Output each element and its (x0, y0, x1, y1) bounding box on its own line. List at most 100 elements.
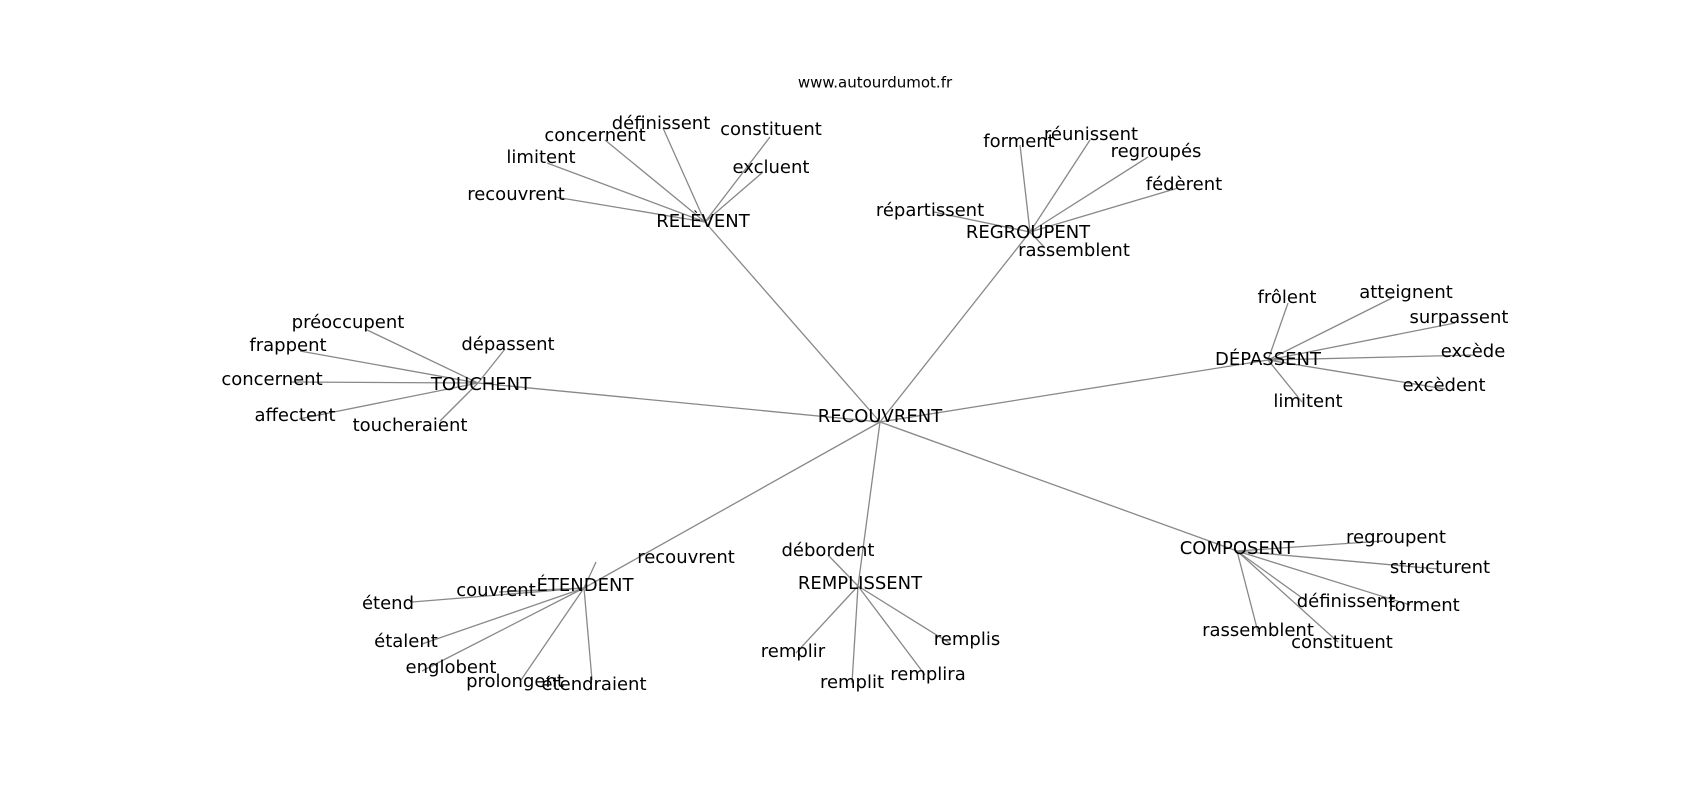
edge-touchent-concernent (289, 381, 479, 384)
edge-etendent-etendraient (583, 587, 593, 681)
edge-depassent-atteignent (1267, 297, 1393, 361)
leaf-depassent-surpassent[interactable]: surpassent (1410, 307, 1509, 328)
edge-regroupent-reunissent (1029, 139, 1091, 233)
leaf-touchent-toucheraient[interactable]: toucheraient (353, 415, 468, 436)
edge-center-depassent (879, 359, 1269, 423)
leaf-relevent-constituent[interactable]: constituent (720, 119, 822, 140)
labels: RECOUVRENTRELÈVENTrecouvrentlimitentconc… (221, 113, 1508, 695)
leaf-etendent-englobent[interactable]: englobent (406, 657, 497, 678)
leaf-relevent-limitent[interactable]: limitent (506, 147, 575, 168)
edge-depassent-surpassent (1267, 322, 1456, 361)
leaf-depassent-atteignent[interactable]: atteignent (1359, 282, 1453, 303)
edge-center-etendent (583, 421, 881, 589)
leaf-relevent-concernent[interactable]: concernent (544, 125, 645, 146)
edge-relevent-excluent (704, 171, 764, 223)
leaf-composent-constituent[interactable]: constituent (1291, 632, 1393, 653)
leaf-touchent-preoccupent[interactable]: préoccupent (292, 312, 405, 333)
edge-regroupent-forment (1019, 144, 1031, 233)
edge-regroupent-rassemblent (1029, 231, 1046, 249)
edge-remplissent-remplira (857, 585, 926, 676)
leaf-etendent-etalent[interactable]: étalent (374, 631, 438, 652)
hub-remplissent[interactable]: REMPLISSENT (798, 573, 923, 594)
edge-center-touchent (477, 382, 881, 423)
leaf-touchent-frappent[interactable]: frappent (249, 335, 326, 356)
leaf-depassent-limitent[interactable]: limitent (1273, 391, 1342, 412)
leaf-relevent-recouvrent[interactable]: recouvrent (467, 184, 565, 205)
edge-center-relevent (704, 221, 881, 423)
leaf-composent-definissent[interactable]: définissent (1297, 591, 1396, 612)
edge-composent-regroupent (1236, 540, 1384, 552)
leaf-regroupent-rassemblent[interactable]: rassemblent (1018, 240, 1130, 261)
edge-composent-structurent (1236, 550, 1439, 570)
hub-depassent[interactable]: DÉPASSENT (1215, 348, 1322, 370)
leaf-composent-forment[interactable]: forment (1388, 595, 1460, 616)
leaf-composent-rassemblent[interactable]: rassemblent (1202, 620, 1314, 641)
edge-composent-rassemblent (1236, 550, 1259, 633)
edge-center-composent (879, 421, 1238, 552)
edge-depassent-frolent (1267, 302, 1289, 361)
leaf-remplissent-remplira[interactable]: remplira (890, 664, 965, 685)
leaf-depassent-excedent[interactable]: excèdent (1402, 375, 1485, 396)
leaf-etendent-etendraient[interactable]: étendraient (541, 674, 646, 695)
edge-touchent-affectent (298, 382, 479, 420)
edge-relevent-constituent (704, 136, 771, 223)
edge-remplissent-remplir (795, 585, 859, 654)
edge-depassent-excedent (1267, 359, 1446, 390)
edge-remplissent-remplit (851, 585, 859, 684)
edge-etendent-prolongent (520, 587, 585, 681)
hub-touchent[interactable]: TOUCHENT (430, 374, 532, 395)
leaf-remplissent-remplir[interactable]: remplir (761, 641, 826, 662)
leaf-relevent-definissent[interactable]: définissent (612, 113, 711, 134)
edge-relevent-definissent (662, 127, 706, 223)
leaf-regroupent-reunissent[interactable]: réunissent (1044, 124, 1138, 145)
leaf-touchent-depassent[interactable]: dépassent (461, 334, 554, 355)
leaf-etendent-etend[interactable]: étend (362, 593, 414, 614)
edge-relevent-limitent (546, 162, 706, 223)
leaf-remplissent-debordent[interactable]: débordent (782, 540, 875, 561)
leaf-relevent-excluent[interactable]: excluent (733, 157, 810, 178)
leaf-touchent-concernent[interactable]: concernent (221, 369, 322, 390)
edge-center-regroupent (879, 231, 1031, 423)
leaf-regroupent-repartissent[interactable]: répartissent (876, 200, 984, 221)
hub-etendent[interactable]: ÉTENDENT (537, 574, 635, 596)
edges (289, 127, 1476, 684)
hub-relevent[interactable]: RELÈVENT (656, 210, 750, 232)
edge-regroupent-federent (1029, 187, 1179, 233)
edge-depassent-excede (1267, 354, 1476, 361)
center-word[interactable]: RECOUVRENT (818, 406, 943, 427)
leaf-etendent-recouvrent[interactable]: recouvrent (637, 547, 735, 568)
edge-depassent-limitent (1267, 359, 1303, 403)
leaf-composent-regroupent[interactable]: regroupent (1346, 527, 1446, 548)
edge-touchent-frappent (299, 350, 479, 384)
edge-touchent-depassent (477, 348, 506, 384)
leaf-etendent-couvrent[interactable]: couvrent (456, 580, 536, 601)
edge-remplissent-remplis (857, 585, 952, 645)
leaf-remplissent-remplis[interactable]: remplis (934, 629, 1000, 650)
leaf-depassent-excede[interactable]: excède (1441, 341, 1506, 362)
edge-touchent-preoccupent (364, 328, 479, 384)
hub-regroupent[interactable]: REGROUPENT (966, 222, 1091, 243)
source-url[interactable]: www.autourdumot.fr (798, 74, 953, 92)
leaf-remplissent-remplit[interactable]: remplit (820, 672, 884, 693)
leaf-etendent-prolongent[interactable]: prolongent (466, 671, 564, 692)
edge-regroupent-repartissent (933, 211, 1031, 233)
edge-regroupent-regroupes (1029, 156, 1149, 233)
edge-composent-forment (1236, 550, 1411, 606)
edge-remplissent-debordent (827, 554, 859, 587)
leaf-regroupent-federent[interactable]: fédèrent (1146, 174, 1222, 195)
edge-touchent-toucheraient (439, 382, 479, 422)
leaf-regroupent-forment[interactable]: forment (983, 131, 1055, 152)
leaf-depassent-frolent[interactable]: frôlent (1258, 287, 1317, 308)
edge-composent-definissent (1236, 550, 1306, 601)
leaf-touchent-affectent[interactable]: affectent (255, 405, 336, 426)
edge-relevent-concernent (604, 139, 706, 223)
hub-composent[interactable]: COMPOSENT (1180, 538, 1296, 559)
edge-composent-constituent (1236, 550, 1339, 643)
leaf-composent-structurent[interactable]: structurent (1390, 557, 1490, 578)
edge-relevent-recouvrent (554, 196, 706, 223)
edge-etendent-etalent (421, 587, 585, 645)
edge-center-remplissent (857, 421, 881, 587)
leaf-regroupent-regroupes[interactable]: regroupés (1111, 141, 1202, 162)
edge-etendent-englobent (421, 587, 585, 672)
